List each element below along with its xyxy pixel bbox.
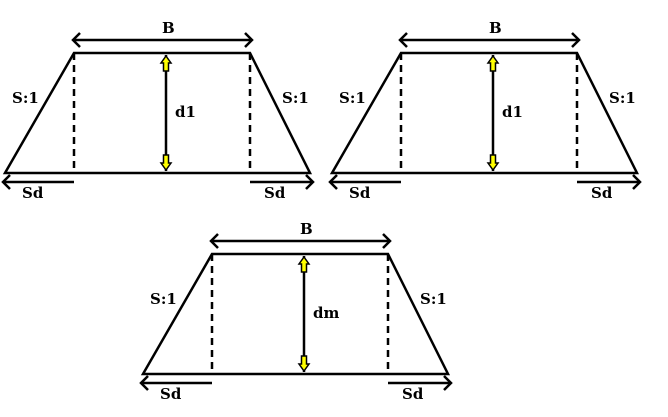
right-offset-label: Sd (402, 385, 424, 403)
left-offset-label: Sd (349, 184, 371, 202)
arrowhead-icon (139, 375, 149, 391)
trapezoid-outline (140, 252, 451, 376)
left-slope-label: S:1 (339, 89, 366, 107)
right-offset-label: Sd (264, 184, 286, 202)
trapezoid-diagram: Bd1 S:1 S:1Sd Sd (328, 19, 642, 202)
left-offset-label: Sd (160, 385, 182, 403)
trapezoid-diagram: Bd1 S:1 S:1Sd Sd (1, 19, 315, 202)
top-width-label: B (300, 220, 313, 238)
depth-label: dm (313, 304, 339, 322)
depth-arrow-down-icon (297, 355, 311, 373)
arrowhead-icon (305, 174, 315, 190)
arrowhead-icon (71, 32, 81, 48)
arrowhead-icon (571, 32, 581, 48)
top-width-label: B (489, 19, 502, 37)
left-slope-label: S:1 (12, 89, 39, 107)
trapezoid-outline (329, 51, 640, 175)
right-offset-label: Sd (591, 184, 613, 202)
trapezoid-outline (2, 51, 313, 175)
left-offset-label: Sd (22, 184, 44, 202)
right-slope-label: S:1 (420, 290, 447, 308)
depth-arrow-down-icon (159, 154, 173, 172)
right-slope-label: S:1 (609, 89, 636, 107)
depth-arrow-up-icon (159, 54, 173, 72)
right-slope-label: S:1 (282, 89, 309, 107)
depth-arrow-up-icon (297, 255, 311, 273)
arrowhead-icon (209, 233, 219, 249)
arrowhead-icon (632, 174, 642, 190)
arrowhead-icon (382, 233, 392, 249)
top-width-label: B (162, 19, 175, 37)
depth-label: d1 (175, 103, 196, 121)
arrowhead-icon (244, 32, 254, 48)
trapezoid-diagram: Bdm S:1 S:1Sd Sd (139, 220, 453, 403)
left-slope-label: S:1 (150, 290, 177, 308)
arrowhead-icon (443, 375, 453, 391)
arrowhead-icon (1, 174, 11, 190)
depth-label: d1 (502, 103, 523, 121)
depth-arrow-up-icon (486, 54, 500, 72)
arrowhead-icon (328, 174, 338, 190)
depth-arrow-down-icon (486, 154, 500, 172)
arrowhead-icon (398, 32, 408, 48)
